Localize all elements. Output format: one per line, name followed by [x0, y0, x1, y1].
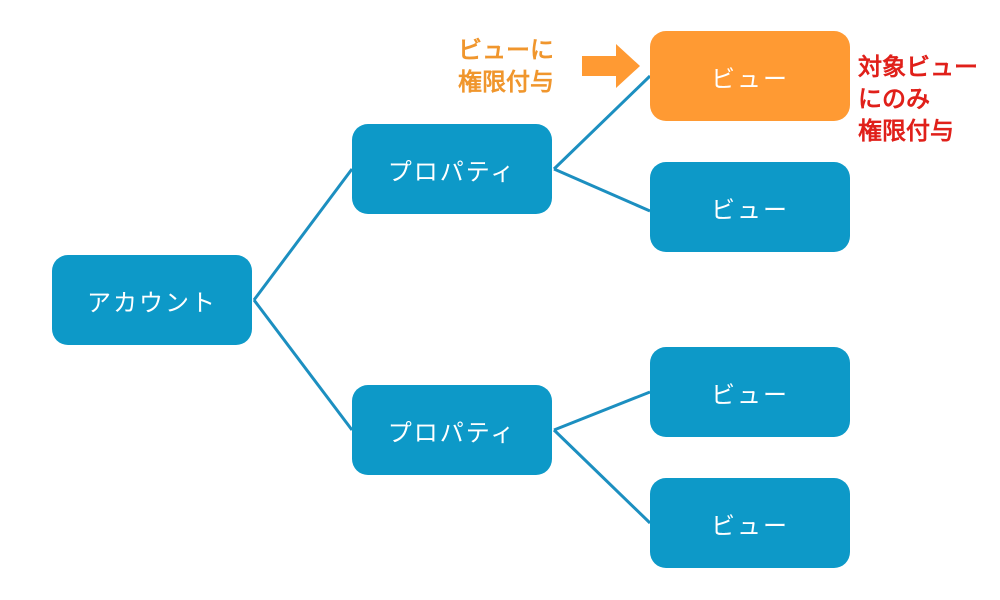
link-property-2-view-4 — [552, 428, 652, 525]
view-node-4: ビュー — [650, 478, 850, 568]
link-property-1-view-1 — [552, 74, 652, 171]
annotation-target-view-only: 対象ビュー にのみ 権限付与 — [858, 53, 978, 145]
view-node-3: ビュー — [650, 347, 850, 437]
account-node: アカウント — [52, 255, 252, 345]
link-property-2-view-3 — [553, 390, 651, 432]
link-account-property-2 — [252, 299, 354, 431]
view-node-2: ビュー — [650, 162, 850, 252]
view-node-1-highlighted: ビュー — [650, 31, 850, 121]
annotation-grant-view: ビューに 権限付与 — [458, 36, 554, 96]
property-node-1: プロパティ — [352, 124, 552, 214]
link-account-property-1 — [252, 168, 354, 301]
link-property-1-view-2 — [553, 167, 651, 213]
right-arrow-icon — [582, 44, 640, 88]
property-node-2: プロパティ — [352, 385, 552, 475]
